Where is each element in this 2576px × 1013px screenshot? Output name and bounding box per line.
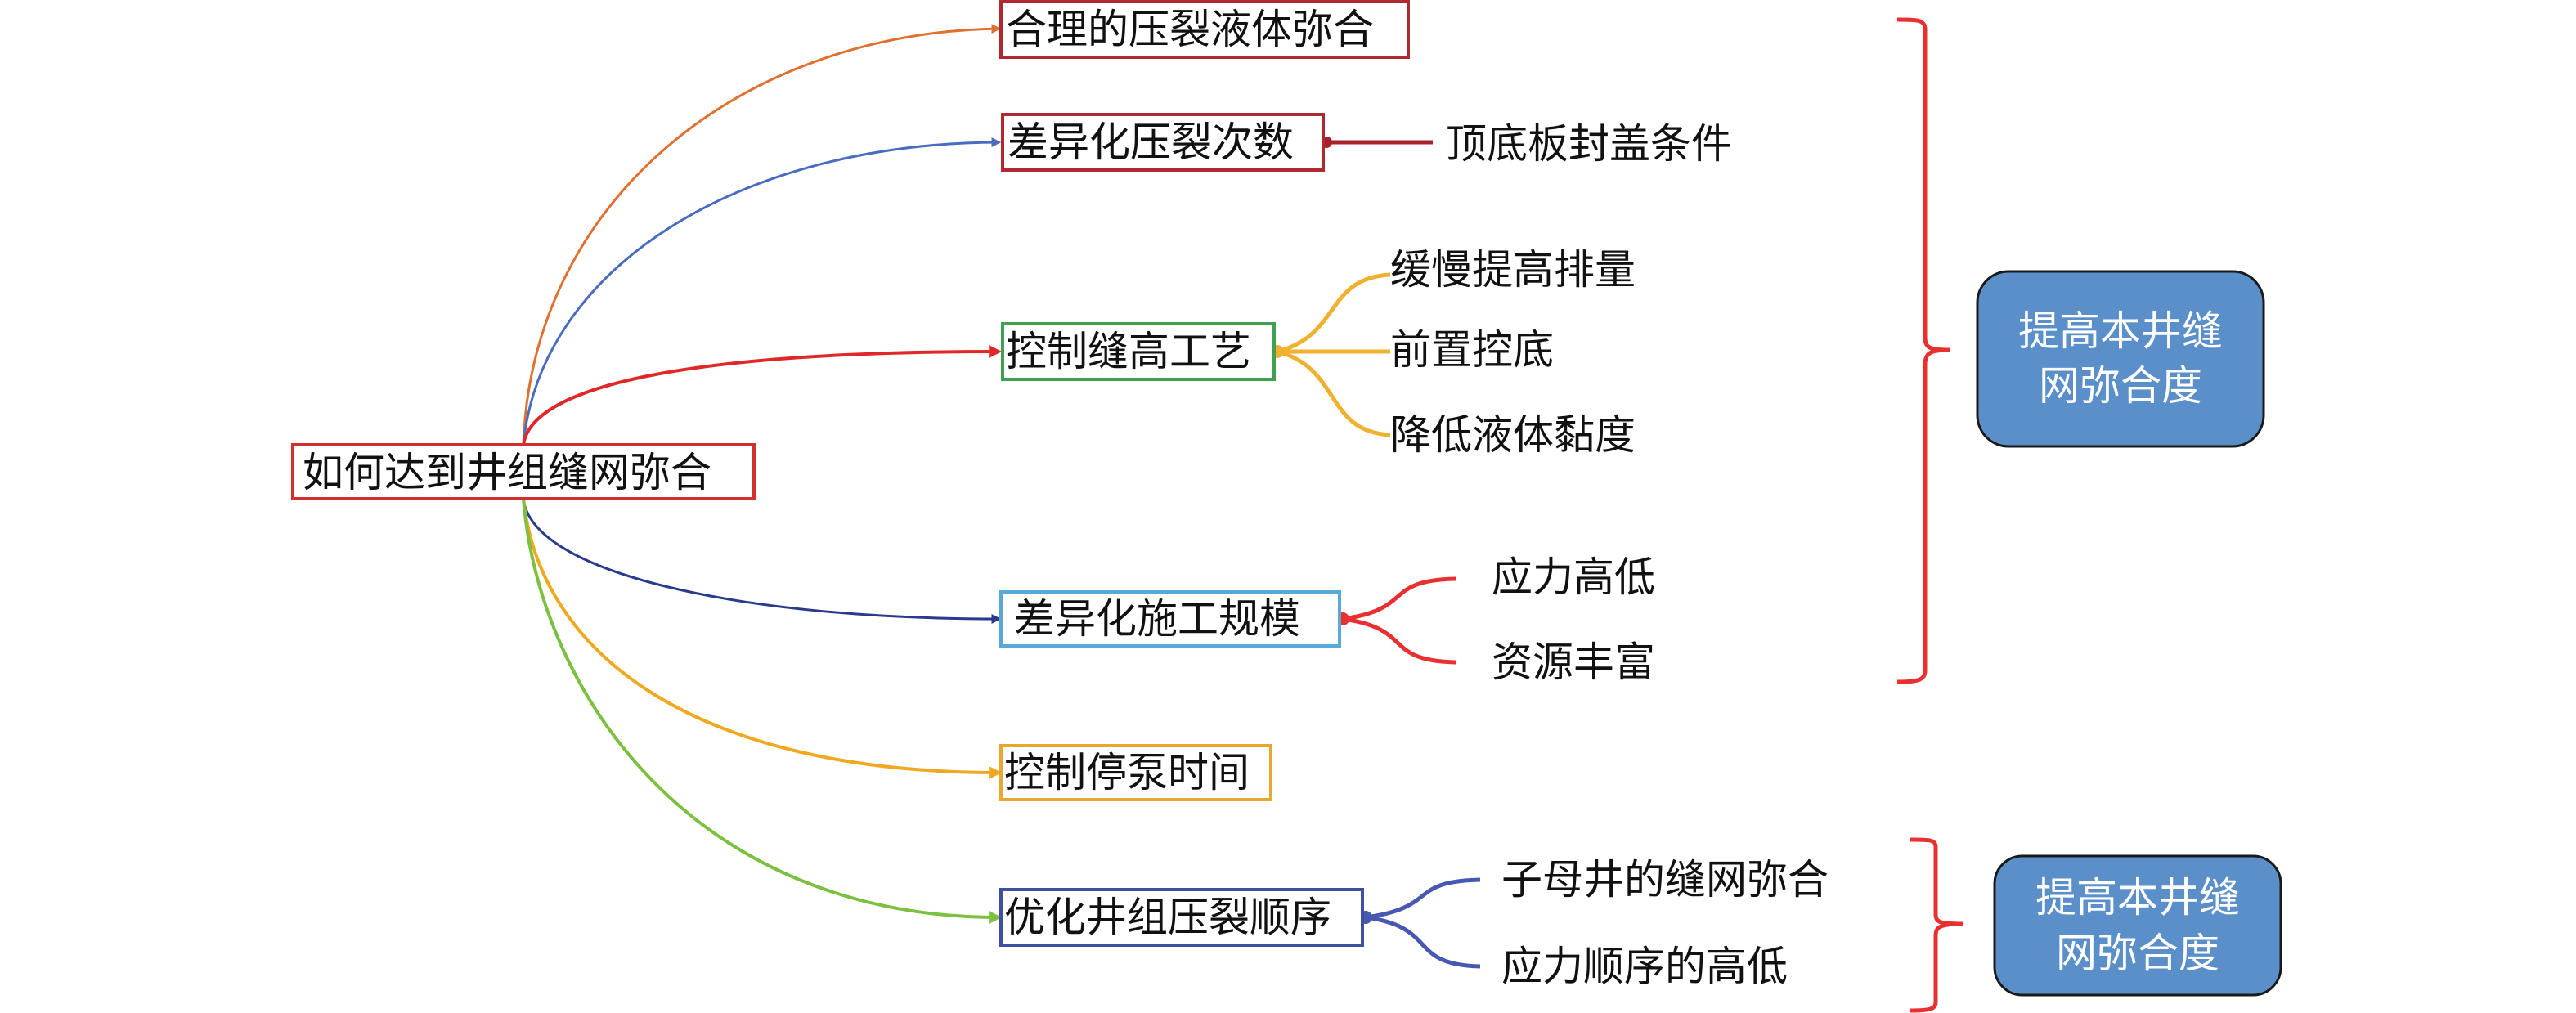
branch-node-5[interactable]: 控制停泵时间 [999,744,1272,801]
child-label: 子母井的缝网弥合 [1501,856,1829,903]
connector-branch-2 [1321,137,1433,148]
edge-branch-6 [522,498,1003,924]
connector-branch-6 [1359,877,1481,969]
outcome-line-1: 提高本井缝 [2035,874,2240,921]
branch-label: 控制缝高工艺 [1006,328,1251,375]
child-label: 缓慢提高排量 [1390,246,1636,294]
edge-branch-4 [522,498,1002,624]
branch-label: 差异化压裂次数 [1008,119,1294,166]
child-label: 应力高低 [1492,554,1655,601]
root-label: 如何达到井组缝网弥合 [303,449,711,496]
branch-label: 合理的压裂液体弥合 [1006,6,1374,53]
connector-branch-4 [1336,576,1456,665]
branch-node-3[interactable]: 控制缝高工艺 [1001,322,1276,381]
child-label: 资源丰富 [1492,639,1655,686]
brace-2 [1910,837,1963,1013]
connector-branch-3 [1271,272,1391,437]
branch-label: 控制停泵时间 [1004,749,1250,796]
outcome-line-2: 网弥合度 [2039,362,2202,410]
branch-node-4[interactable]: 差异化施工规模 [999,590,1341,648]
edge-branch-3 [522,345,1003,446]
outcome-box-1[interactable]: 提高本井缝 网弥合度 [1976,270,2265,448]
brace-1 [1896,17,1950,684]
edge-branch-2 [522,137,1002,446]
root-node[interactable]: 如何达到井组缝网弥合 [291,443,756,500]
branch-node-2[interactable]: 差异化压裂次数 [1001,113,1325,172]
child-label: 应力顺序的高低 [1501,943,1788,990]
branch-label: 差异化施工规模 [1014,595,1300,643]
child-label: 降低液体黏度 [1390,411,1636,459]
edge-branch-5 [522,498,1003,779]
branch-node-6[interactable]: 优化井组压裂顺序 [999,888,1364,947]
branch-label: 优化井组压裂顺序 [1004,894,1331,941]
child-label: 顶底板封盖条件 [1446,120,1732,168]
outcome-line-1: 提高本井缝 [2018,307,2223,355]
branch-node-1[interactable]: 合理的压裂液体弥合 [999,0,1410,59]
outcome-box-2[interactable]: 提高本井缝 网弥合度 [1993,854,2282,997]
outcome-line-2: 网弥合度 [2056,930,2219,977]
child-label: 前置控底 [1390,326,1554,374]
edge-branch-1 [522,24,1002,446]
